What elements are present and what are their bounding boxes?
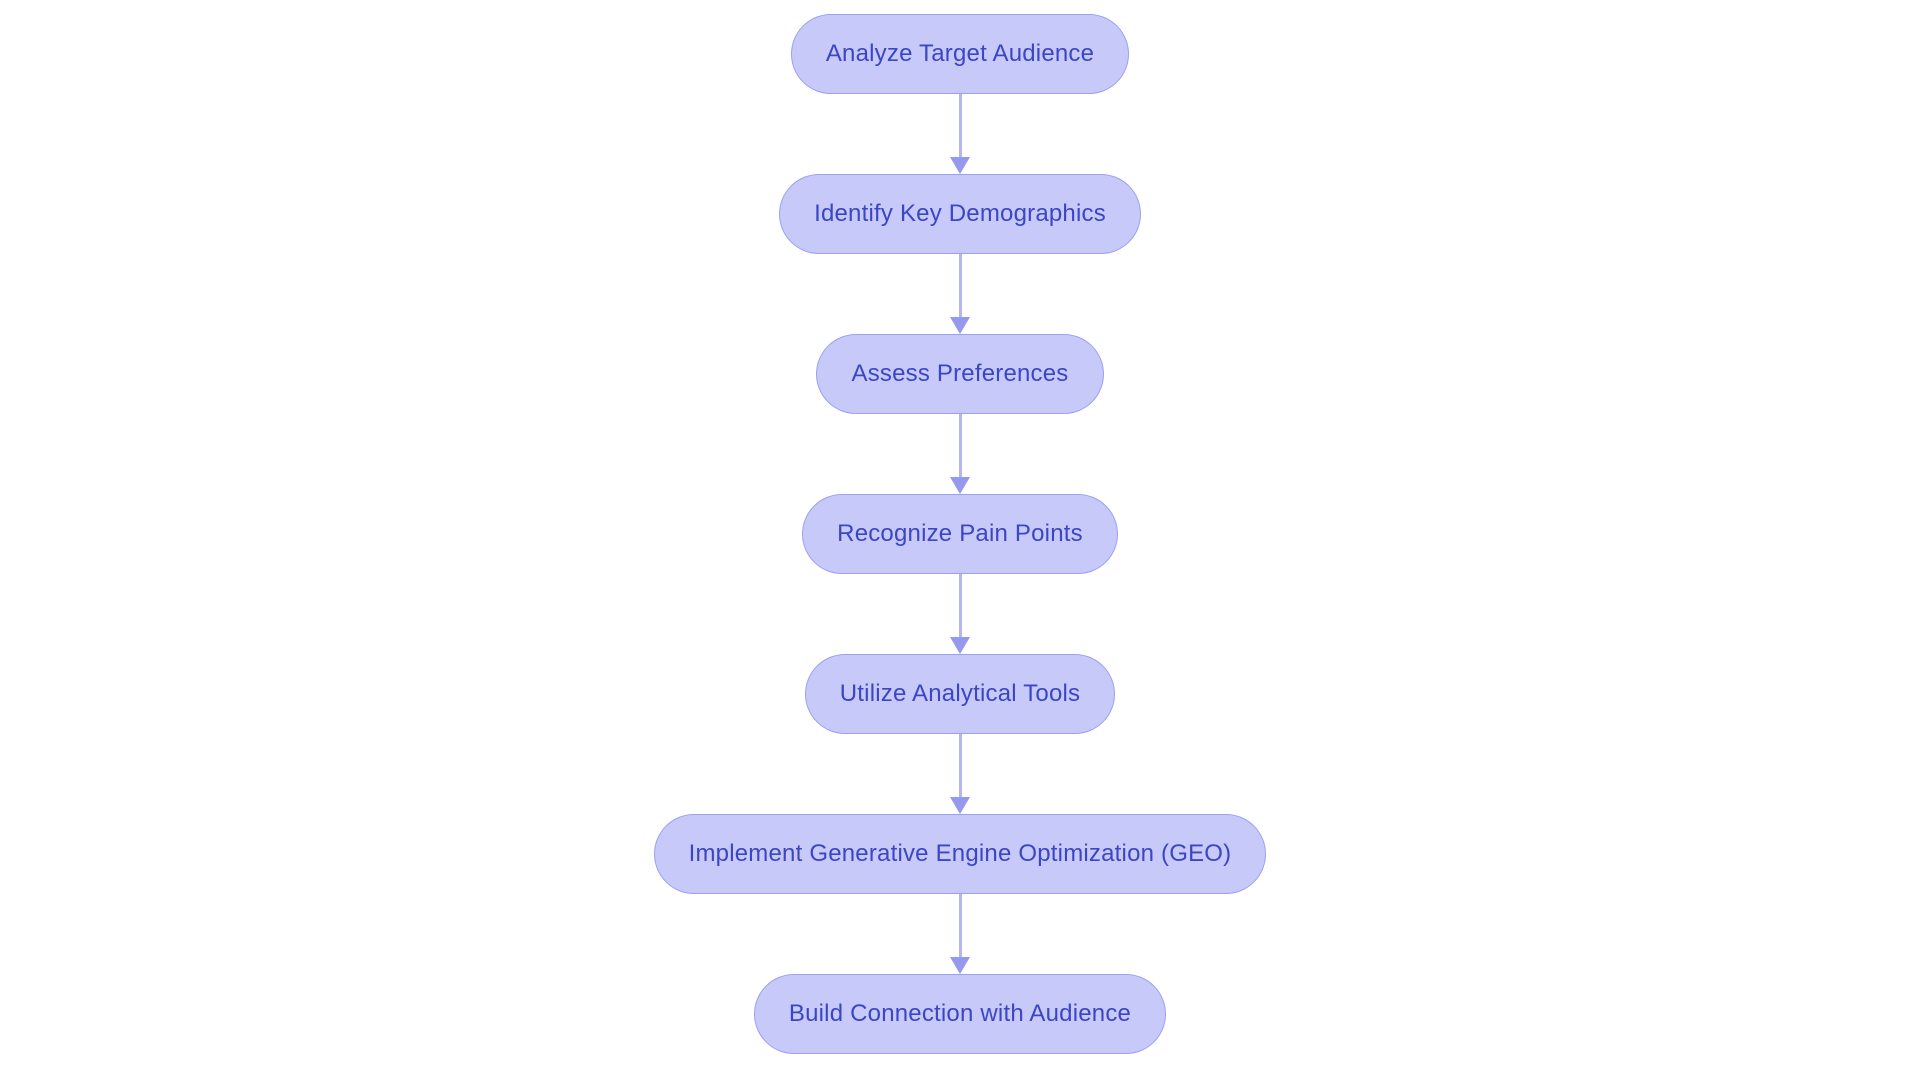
arrowhead-down-icon [950,637,970,654]
arrow-1-2 [950,94,970,174]
arrowhead-down-icon [950,157,970,174]
flow-node-recognize-pain-points: Recognize Pain Points [802,494,1118,574]
node-label: Identify Key Demographics [814,200,1106,227]
node-label: Analyze Target Audience [825,40,1095,67]
flow-node-implement-generative-engine-optimization-geo: Implement Generative Engine Optimization… [653,814,1267,894]
node-label: Implement Generative Engine Optimization… [688,840,1232,867]
arrowhead-down-icon [950,797,970,814]
arrowhead-down-icon [950,477,970,494]
arrow-5-6 [950,734,970,814]
arrow-line [958,894,962,958]
flow-node-build-connection-with-audience: Build Connection with Audience [753,974,1167,1054]
flow-node-identify-key-demographics: Identify Key Demographics [779,174,1141,254]
arrow-line [958,574,962,638]
node-label: Build Connection with Audience [788,1000,1132,1027]
node-label: Assess Preferences [851,360,1069,387]
arrow-2-3 [950,254,970,334]
arrow-line [958,414,962,478]
flow-node-analyze-target-audience: Analyze Target Audience [790,14,1130,94]
node-label: Recognize Pain Points [837,520,1083,547]
flow-node-utilize-analytical-tools: Utilize Analytical Tools [804,654,1116,734]
arrowhead-down-icon [950,317,970,334]
node-label: Utilize Analytical Tools [839,680,1081,707]
arrow-line [958,734,962,798]
arrow-3-4 [950,414,970,494]
arrow-line [958,254,962,318]
arrow-6-7 [950,894,970,974]
flow-node-assess-preferences: Assess Preferences [816,334,1104,414]
arrow-line [958,94,962,158]
arrow-4-5 [950,574,970,654]
arrowhead-down-icon [950,957,970,974]
